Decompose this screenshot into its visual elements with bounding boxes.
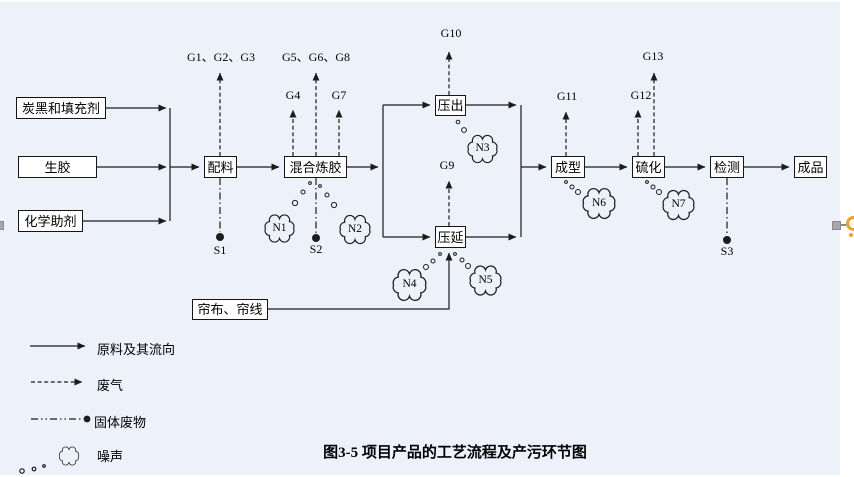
input-box-chemical-additives: 化学助剂 [18, 210, 83, 232]
noise-label-n2: N2 [347, 222, 363, 235]
gas-label-g10: G10 [440, 26, 462, 40]
gas-label-g7: G7 [331, 88, 347, 102]
gas-label-g13: G13 [642, 49, 664, 63]
gas-label-g5-g6-g8: G5、G6、G8 [282, 50, 350, 64]
handle-stem [841, 224, 848, 226]
left-resize-handle[interactable] [0, 221, 4, 230]
step-box-calendering: 压延 [435, 226, 466, 248]
step-box-vulcanization: 硫化 [632, 156, 665, 178]
solid-waste-dots [216, 233, 731, 244]
figure-title: 图3-5 项目产品的工艺流程及产污环节图 [323, 445, 587, 461]
gas-label-g9: G9 [439, 158, 455, 172]
step-box-finished-product: 成品 [794, 156, 827, 178]
noise-label-n6: N6 [591, 196, 607, 209]
step-box-extrusion: 压出 [435, 95, 466, 116]
rotate-handle-dot-icon [849, 233, 853, 237]
noise-label-n1: N1 [272, 221, 287, 234]
solid-waste-label-s1: S1 [213, 243, 227, 257]
legend-label-noise: 噪声 [97, 449, 124, 464]
noise-label-n5: N5 [478, 273, 493, 286]
noise-label-n4: N4 [402, 278, 417, 291]
solid-waste-label-s2: S2 [309, 242, 323, 256]
gas-label-g1-g2-g3: G1、G2、G3 [187, 50, 255, 64]
right-resize-handle[interactable] [832, 221, 841, 230]
solid-waste-label-s3: S3 [720, 244, 734, 258]
step-box-batching: 配料 [204, 156, 237, 178]
drawing-canvas[interactable] [0, 2, 840, 475]
solid-waste-lines [219, 178, 728, 235]
noise-label-n7: N7 [671, 198, 686, 211]
input-box-carbon-black: 炭黑和填充剂 [16, 97, 106, 119]
noise-label-n3: N3 [475, 142, 490, 155]
input-box-cord-fabric: 帘布、帘线 [192, 299, 268, 320]
noise-bubble-trails [291, 119, 662, 270]
gas-label-g12: G12 [630, 88, 652, 102]
legend-symbols [19, 342, 91, 474]
gas-label-g4: G4 [285, 88, 301, 102]
legend-cloud-icon [58, 446, 80, 466]
step-box-inspection: 检测 [710, 156, 744, 178]
legend-label-solid-waste: 固体废物 [94, 415, 147, 430]
legend-label-waste-gas: 废气 [97, 378, 124, 393]
waste-gas-arrows [216, 51, 658, 226]
gas-label-g11: G11 [556, 89, 578, 103]
rotate-handle-icon[interactable] [846, 216, 854, 231]
input-box-raw-rubber: 生胶 [18, 156, 97, 178]
step-box-mixing-milling: 混合炼胶 [284, 156, 347, 178]
material-flow-arrows [83, 101, 790, 310]
step-box-forming: 成型 [551, 156, 585, 178]
legend-label-material-flow: 原料及其流向 [97, 342, 176, 357]
legend-solid-waste-dot-icon [83, 415, 91, 423]
